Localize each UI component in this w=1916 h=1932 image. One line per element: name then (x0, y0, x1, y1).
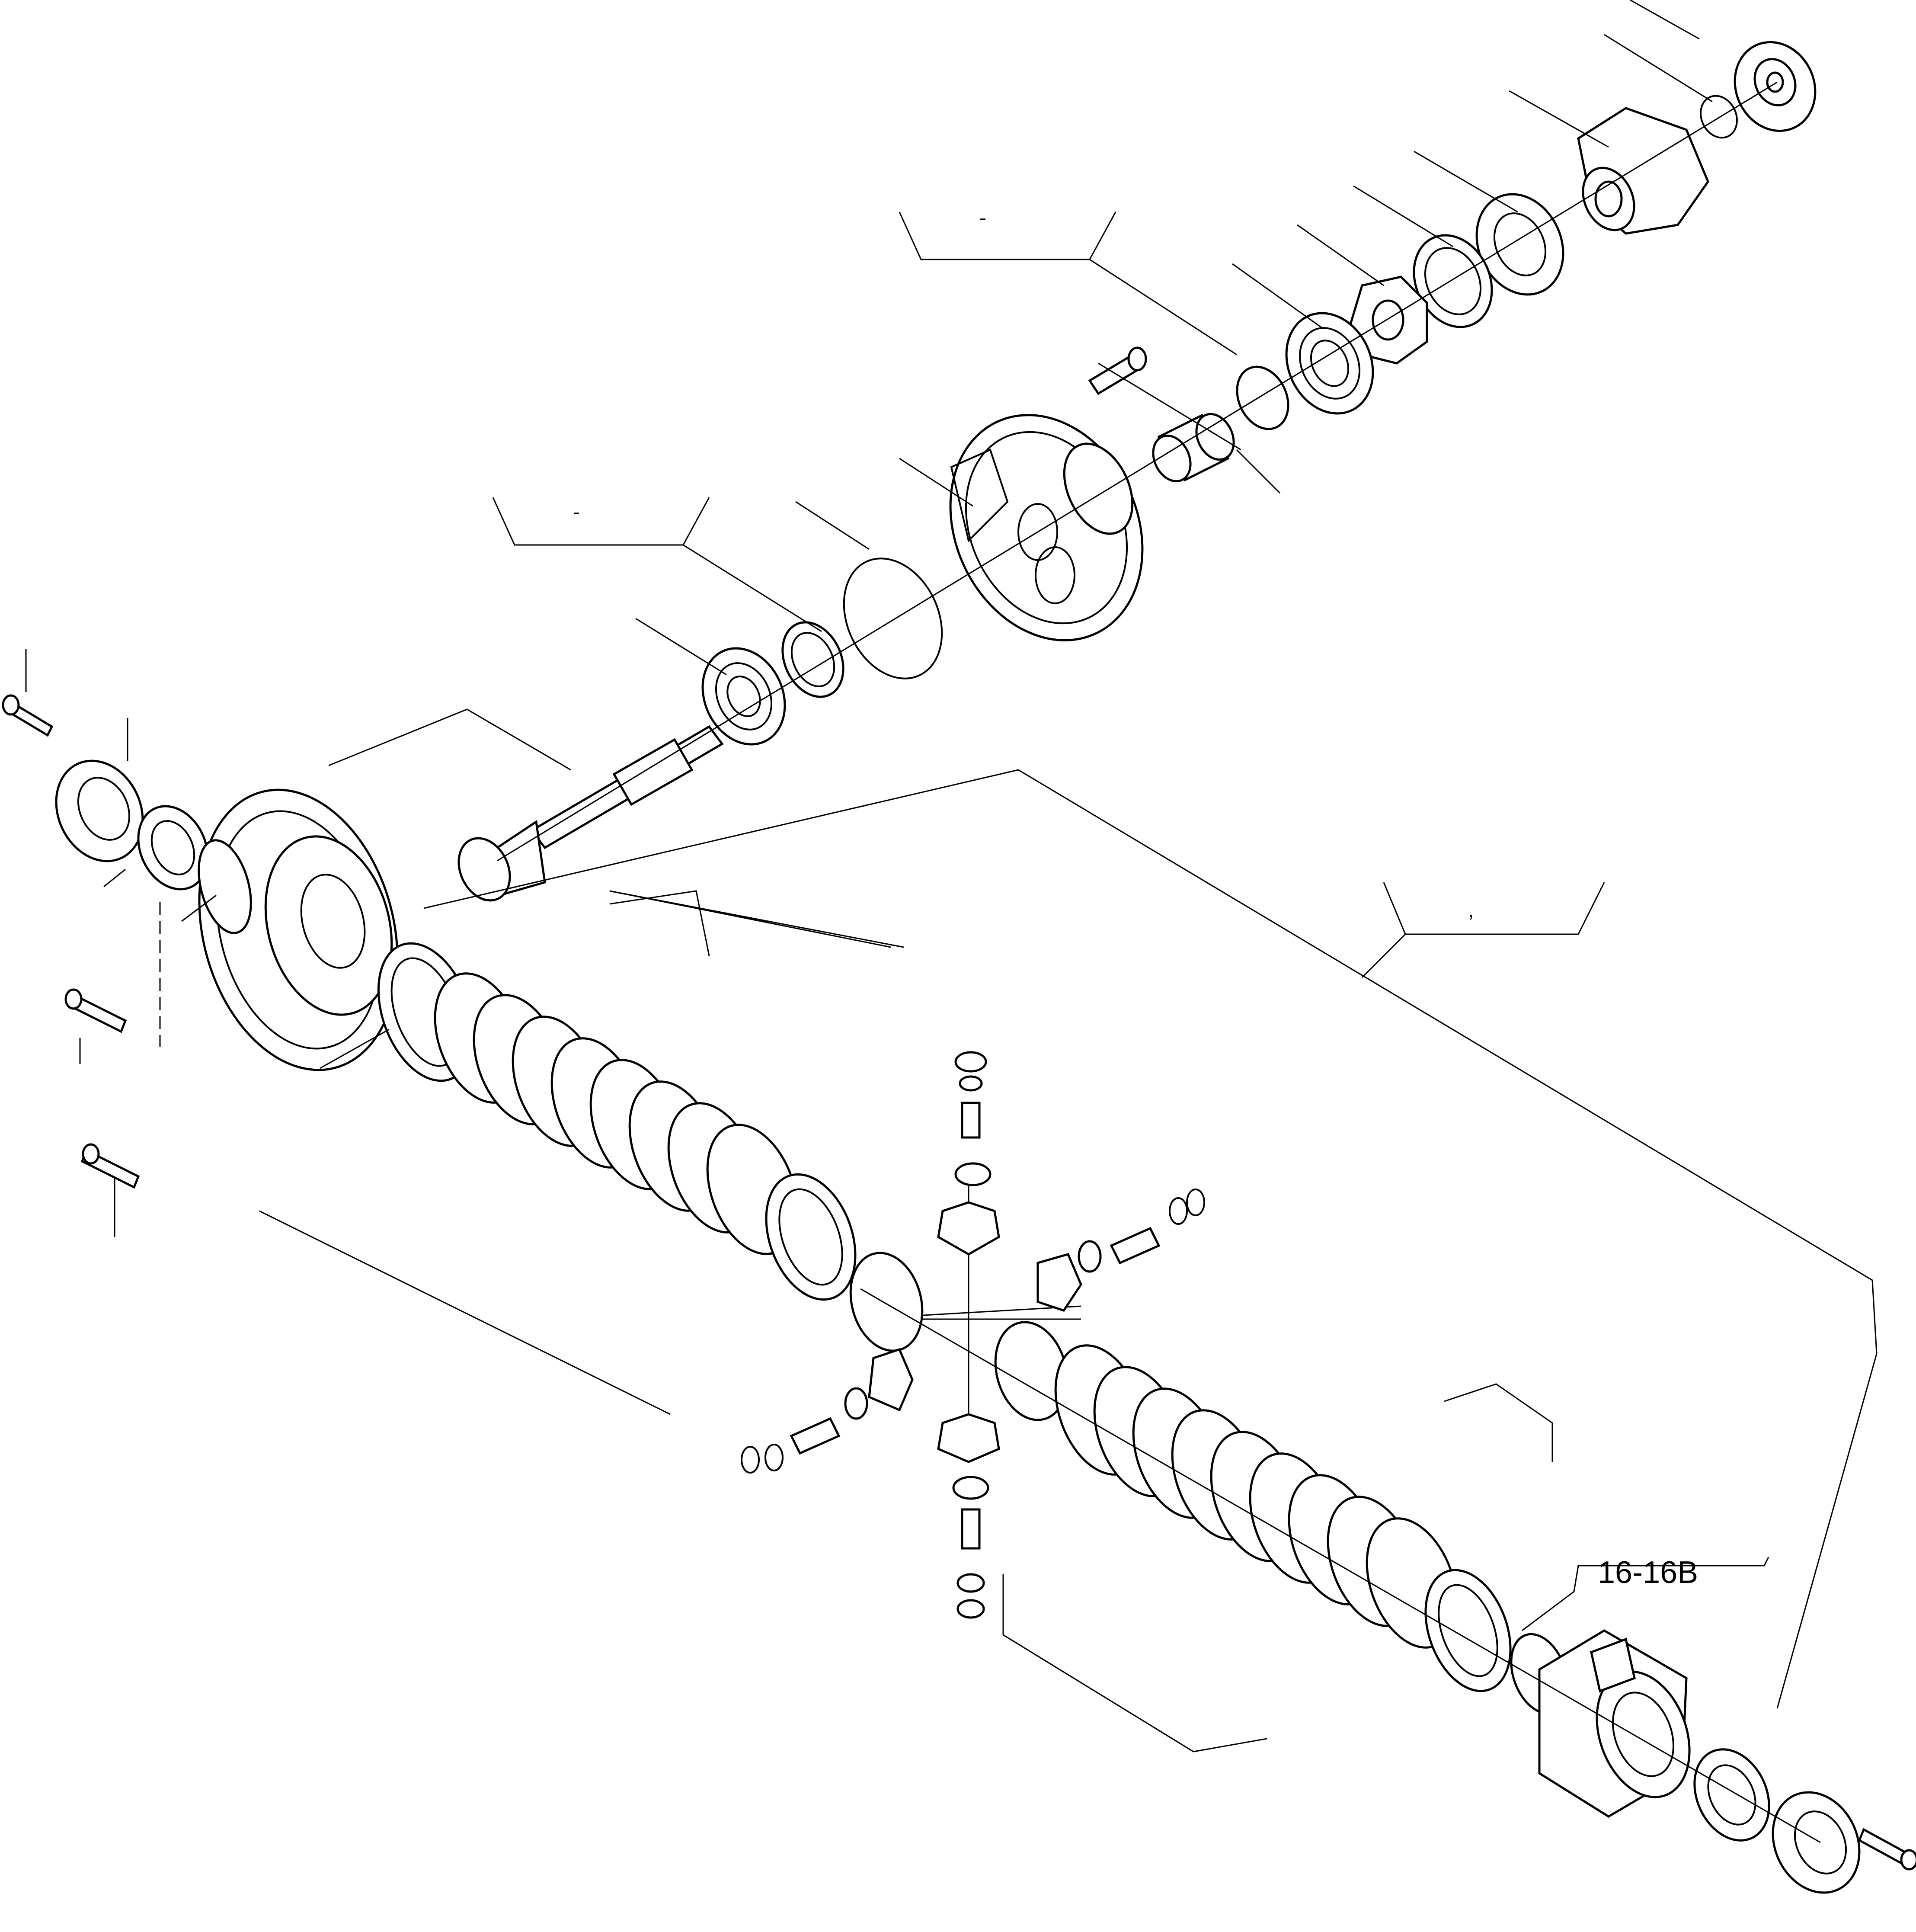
upper-bearing-part (1285, 312, 1374, 415)
spider-gear-top-part (937, 1201, 1000, 1256)
bracket-label-upper: - (979, 207, 986, 230)
bracket-callouts (259, 211, 1769, 1753)
carrier-housing-part (949, 414, 1144, 641)
diff-housing-part (1538, 1629, 1691, 1818)
bolt-3-part (80, 1143, 140, 1189)
upper-shaft-assembly (457, 41, 1817, 902)
spider-gear-right-part (1036, 1253, 1082, 1312)
snap-ring-part (1236, 365, 1289, 430)
bolt-2-part (64, 988, 127, 1033)
o-ring-small-part (1700, 95, 1738, 139)
differential-center (741, 1051, 1205, 1619)
upper-axis-line (497, 81, 1778, 862)
bearing-right-part (1693, 1748, 1770, 1842)
pinion-shaft-part (457, 725, 724, 902)
clutch-pack-right (1054, 1344, 1569, 1715)
bolt-right-part (1858, 1828, 1916, 1871)
spider-gear-left-part (868, 1348, 914, 1412)
clutch-pack-left (377, 942, 857, 1301)
lock-nut-left-part (55, 759, 144, 862)
bearing-left-part (137, 805, 209, 891)
left-gear-group (2, 694, 399, 1189)
bushing-part (1152, 413, 1235, 483)
reference-label: 16-16B (1598, 1555, 1698, 1590)
spider-gear-bottom-part (937, 1413, 1000, 1463)
bracket-label-mid: - (573, 501, 580, 524)
crown-wheel-part (198, 788, 399, 1071)
lock-nut-right-part (1772, 1791, 1861, 1894)
leader-lines (25, 0, 1878, 1709)
lower-axis-line (860, 1288, 1821, 1843)
yoke-flange-part (1577, 107, 1709, 235)
large-o-ring-part (843, 557, 943, 679)
end-cap-part (1734, 41, 1817, 132)
bolt-1-part (2, 694, 54, 737)
lower-right-assembly (1538, 1629, 1916, 1894)
bracket-label-right: , (1468, 899, 1474, 922)
